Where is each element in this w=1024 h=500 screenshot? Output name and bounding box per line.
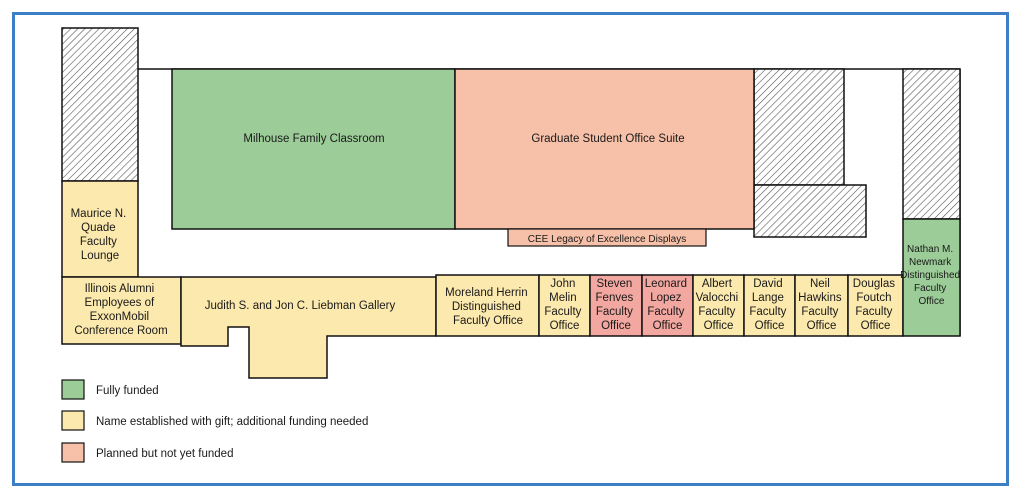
office-lange[interactable] [743, 274, 796, 337]
office-herrin-label: Moreland Herrin Distinguished Faculty Of… [445, 287, 531, 327]
unavailable-area-left [61, 27, 139, 182]
legend-label-named: Name established with gift; additional f… [96, 416, 368, 428]
office-lopez-label: Leonard Lopez Faculty Office [645, 278, 690, 332]
unavailable-area-far-right [902, 68, 961, 220]
room-grad-student-suite-label: Graduate Student Office Suite [531, 133, 684, 145]
room-quade-lounge-label: Maurice N. Quade Faculty Lounge [71, 208, 130, 262]
faculty-office-row: John Melin Faculty Office Steven Fenves … [538, 274, 904, 337]
legend-swatch-planned [61, 442, 85, 463]
office-melin-label: John Melin Faculty Office [544, 278, 584, 332]
office-lange-label: David Lange Faculty Office [749, 278, 789, 332]
room-illinois-alumni-conference[interactable] [61, 276, 182, 345]
cee-legacy-displays-label: CEE Legacy of Excellence Displays [528, 234, 686, 245]
office-valocchi-label: Albert Valocchi Faculty Office [696, 278, 742, 332]
room-grad-student-suite[interactable] [454, 68, 755, 230]
room-liebman-gallery-label: Judith S. and Jon C. Liebman Gallery [205, 300, 396, 312]
office-newmark-label: Nathan M. Newmark Distinguished Faculty … [900, 244, 963, 307]
legend-swatch-named [61, 410, 85, 431]
legend-label-funded: Fully funded [96, 385, 159, 397]
office-fenves[interactable] [589, 274, 643, 337]
legend-label-planned: Planned but not yet funded [96, 448, 233, 460]
office-foutch[interactable] [847, 274, 904, 337]
room-liebman-gallery[interactable] [180, 276, 437, 379]
room-milhouse-classroom[interactable] [171, 68, 456, 230]
office-foutch-label: Douglas Foutch Faculty Office [853, 278, 898, 332]
cee-legacy-displays[interactable] [507, 228, 707, 247]
office-fenves-label: Steven Fenves Faculty Office [596, 278, 637, 332]
room-milhouse-classroom-label: Milhouse Family Classroom [243, 133, 384, 145]
room-illinois-alumni-label: Illinois Alumni Employees of ExxonMobil … [74, 283, 167, 337]
office-melin[interactable] [538, 274, 591, 337]
legend-swatch-funded [61, 379, 85, 400]
legend: Fully funded Name established with gift;… [61, 379, 368, 463]
office-valocchi[interactable] [692, 274, 745, 337]
unavailable-area-right-top [753, 68, 845, 186]
office-newmark[interactable] [902, 218, 961, 337]
unavailable-area-right-mid [753, 184, 867, 238]
office-hawkins[interactable] [794, 274, 849, 337]
office-hawkins-label: Neil Hawkins Faculty Office [798, 278, 845, 332]
